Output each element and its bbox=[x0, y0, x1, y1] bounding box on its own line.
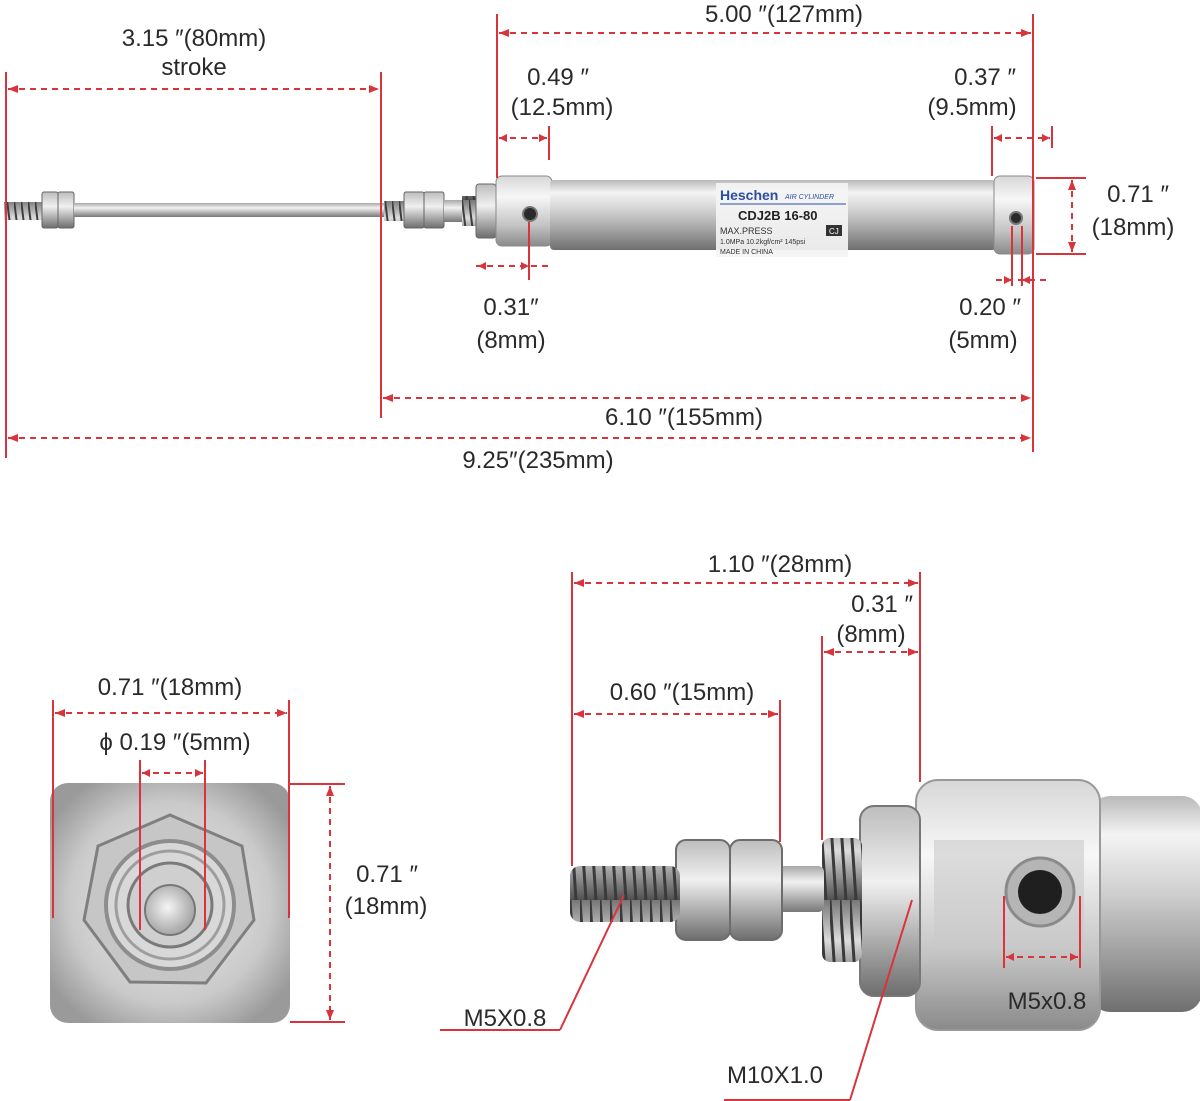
rod-thread-label: M5X0.8 bbox=[464, 1005, 547, 1032]
max-press-title: MAX.PRESS bbox=[720, 226, 773, 236]
thread-length-label: 0.60 ″(15mm) bbox=[610, 679, 755, 706]
model-number: CDJ2B 16-80 bbox=[738, 208, 818, 223]
mount-nut bbox=[475, 183, 497, 239]
top-dimensions: 5.00 ″(127mm) 3.15 ″(80mm) stroke 0.49 ″… bbox=[5, 1, 1175, 474]
front-port-hole bbox=[522, 206, 538, 222]
front-hole-dim-mm: (8mm) bbox=[476, 327, 545, 354]
front-port-dim-mm: (12.5mm) bbox=[511, 94, 614, 121]
neck-dim-mm: (8mm) bbox=[836, 621, 905, 648]
rear-hole-dim-mm: (5mm) bbox=[948, 327, 1017, 354]
detail-rod-neck bbox=[778, 866, 824, 912]
diameter-dim-mm: (18mm) bbox=[1092, 214, 1175, 241]
stroke-dimension-label: 3.15 ″(80mm) bbox=[122, 25, 267, 52]
total-length-label: 9.25″(235mm) bbox=[462, 447, 613, 474]
gland-neck bbox=[444, 200, 464, 222]
rear-hole-dim-in: 0.20 ″ bbox=[959, 294, 1021, 321]
rod-nut bbox=[41, 191, 59, 229]
body-length-label: 5.00 ″(127mm) bbox=[705, 1, 863, 28]
cylinder-label: Heschen AIR CYLINDER CDJ2B 16-80 MAX.PRE… bbox=[716, 183, 848, 257]
front-port-dim-in: 0.49 ″ bbox=[527, 64, 589, 91]
rod-nut bbox=[57, 191, 75, 229]
brand-subtitle: AIR CYLINDER bbox=[784, 194, 834, 201]
cj-badge bbox=[826, 225, 842, 236]
detail-rod-nut bbox=[675, 839, 731, 941]
rod-diameter-label: ϕ 0.19 ″(5mm) bbox=[99, 729, 250, 756]
rear-port-dim-mm: (9.5mm) bbox=[927, 94, 1016, 121]
diameter-dim-in: 0.71 ″ bbox=[1107, 181, 1169, 208]
retracted-length-label: 6.10 ″(155mm) bbox=[605, 404, 763, 431]
brand-name: Heschen bbox=[720, 187, 778, 203]
rear-port-dim-in: 0.37 ″ bbox=[954, 64, 1016, 91]
end-width-label: 0.71 ″(18mm) bbox=[98, 674, 243, 701]
rod-length-label: 1.10 ″(28mm) bbox=[708, 551, 853, 578]
press-values: 1.0MPa 10.2kgf/cm² 145psi bbox=[720, 239, 806, 246]
end-height-in: 0.71 ″ bbox=[356, 861, 418, 888]
end-height-mm: (18mm) bbox=[345, 893, 428, 920]
rod-thread-end bbox=[4, 202, 44, 220]
piston-rod bbox=[74, 203, 386, 217]
detail-view: 1.10 ″(28mm) 0.31 ″ (8mm) 0.60 ″(15mm) M… bbox=[440, 551, 1200, 1101]
cylinder-top-view: Heschen AIR CYLINDER CDJ2B 16-80 MAX.PRE… bbox=[4, 175, 1035, 257]
detail-rod-nut bbox=[729, 839, 783, 941]
gland-nut bbox=[403, 191, 425, 229]
detail-mount-thread bbox=[822, 838, 862, 962]
port-thread-label: M5x0.8 bbox=[1008, 988, 1087, 1015]
stroke-label: stroke bbox=[161, 54, 226, 81]
origin-text: MADE IN CHINA bbox=[720, 249, 773, 256]
rear-port-hole bbox=[1009, 211, 1023, 225]
rod-end-face bbox=[144, 884, 196, 936]
detail-rod-thread bbox=[570, 866, 680, 922]
front-hole-dim-in: 0.31″ bbox=[483, 294, 539, 321]
detail-barrel bbox=[1090, 796, 1200, 1012]
mount-thread-label: M10X1.0 bbox=[727, 1062, 823, 1089]
gland-nut bbox=[423, 191, 445, 229]
cj-badge-text: CJ bbox=[829, 227, 839, 236]
mount-thread bbox=[462, 196, 478, 226]
end-view: 0.71 ″(18mm) ϕ 0.19 ″(5mm) 0.71 ″ (18mm) bbox=[50, 674, 427, 1023]
neck-dim-in: 0.31 ″ bbox=[851, 591, 913, 618]
